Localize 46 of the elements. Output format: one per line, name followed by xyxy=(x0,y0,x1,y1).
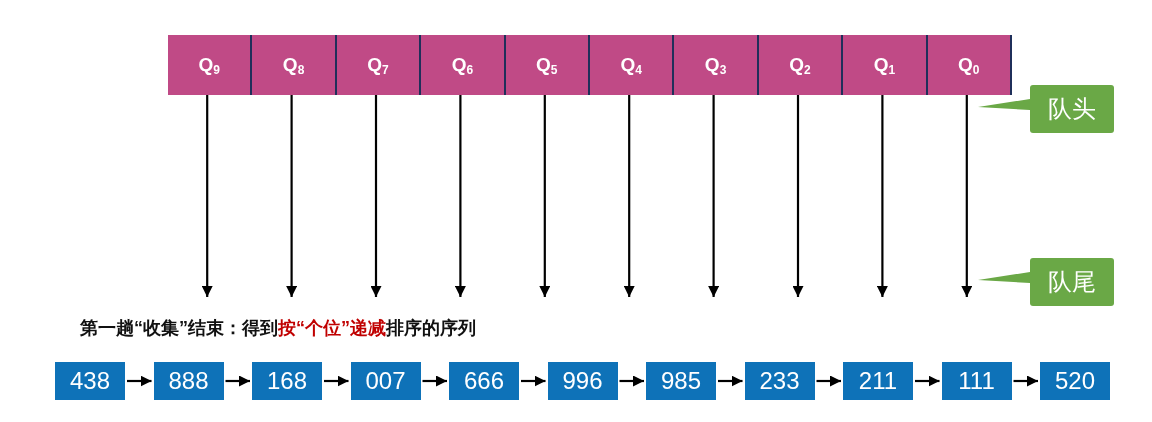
callout-pointer xyxy=(978,272,1030,283)
queue-cell: Q$_{1}$ xyxy=(843,35,928,95)
arrow xyxy=(521,375,546,387)
number-box: 211 xyxy=(843,362,913,400)
arrow xyxy=(539,95,551,297)
queue-cell: Q$_{0}$ xyxy=(927,35,1012,95)
queue-cell: Q$_{8}$ xyxy=(252,35,337,95)
callout-box: 队头 xyxy=(1030,85,1114,133)
arrow xyxy=(324,375,349,387)
number-box: 168 xyxy=(252,362,322,400)
arrow xyxy=(225,375,250,387)
arrow xyxy=(370,95,382,297)
queue-cell: Q$_{7}$ xyxy=(336,35,422,95)
callout-box: 队尾 xyxy=(1030,258,1114,306)
arrow xyxy=(619,375,644,387)
arrow xyxy=(623,95,635,297)
number-box: 007 xyxy=(350,362,421,400)
arrow xyxy=(454,95,466,297)
callout-pointer xyxy=(978,99,1030,110)
queue-cell: Q$_{5}$ xyxy=(505,35,590,95)
arrow xyxy=(708,95,720,297)
number-box: 666 xyxy=(449,362,519,400)
queue-cell: Q$_{4}$ xyxy=(590,35,675,95)
number-box: 520 xyxy=(1040,362,1110,400)
arrow xyxy=(201,95,213,297)
number-box: 985 xyxy=(646,362,716,400)
arrow xyxy=(792,95,804,297)
arrow xyxy=(816,375,841,387)
number-box: 888 xyxy=(153,362,224,400)
queue-cell: Q$_{9}$ xyxy=(168,35,253,95)
number-box: 111 xyxy=(941,362,1012,400)
caption-text: 第一趟“收集”结束：得到按“个位”递减排序的序列 xyxy=(80,317,476,340)
queue-cell: Q$_{2}$ xyxy=(758,35,844,95)
number-box: 438 xyxy=(55,362,125,400)
queue-cell: Q$_{6}$ xyxy=(421,35,506,95)
arrow xyxy=(127,375,152,387)
arrow xyxy=(286,95,298,297)
arrow xyxy=(718,375,743,387)
arrow xyxy=(1013,375,1038,387)
queue-cell: Q$_{3}$ xyxy=(674,35,759,95)
arrow xyxy=(915,375,940,387)
arrow xyxy=(961,95,973,297)
arrow xyxy=(422,375,447,387)
number-box: 233 xyxy=(744,362,815,400)
arrow xyxy=(876,95,888,297)
number-box: 996 xyxy=(547,362,618,400)
